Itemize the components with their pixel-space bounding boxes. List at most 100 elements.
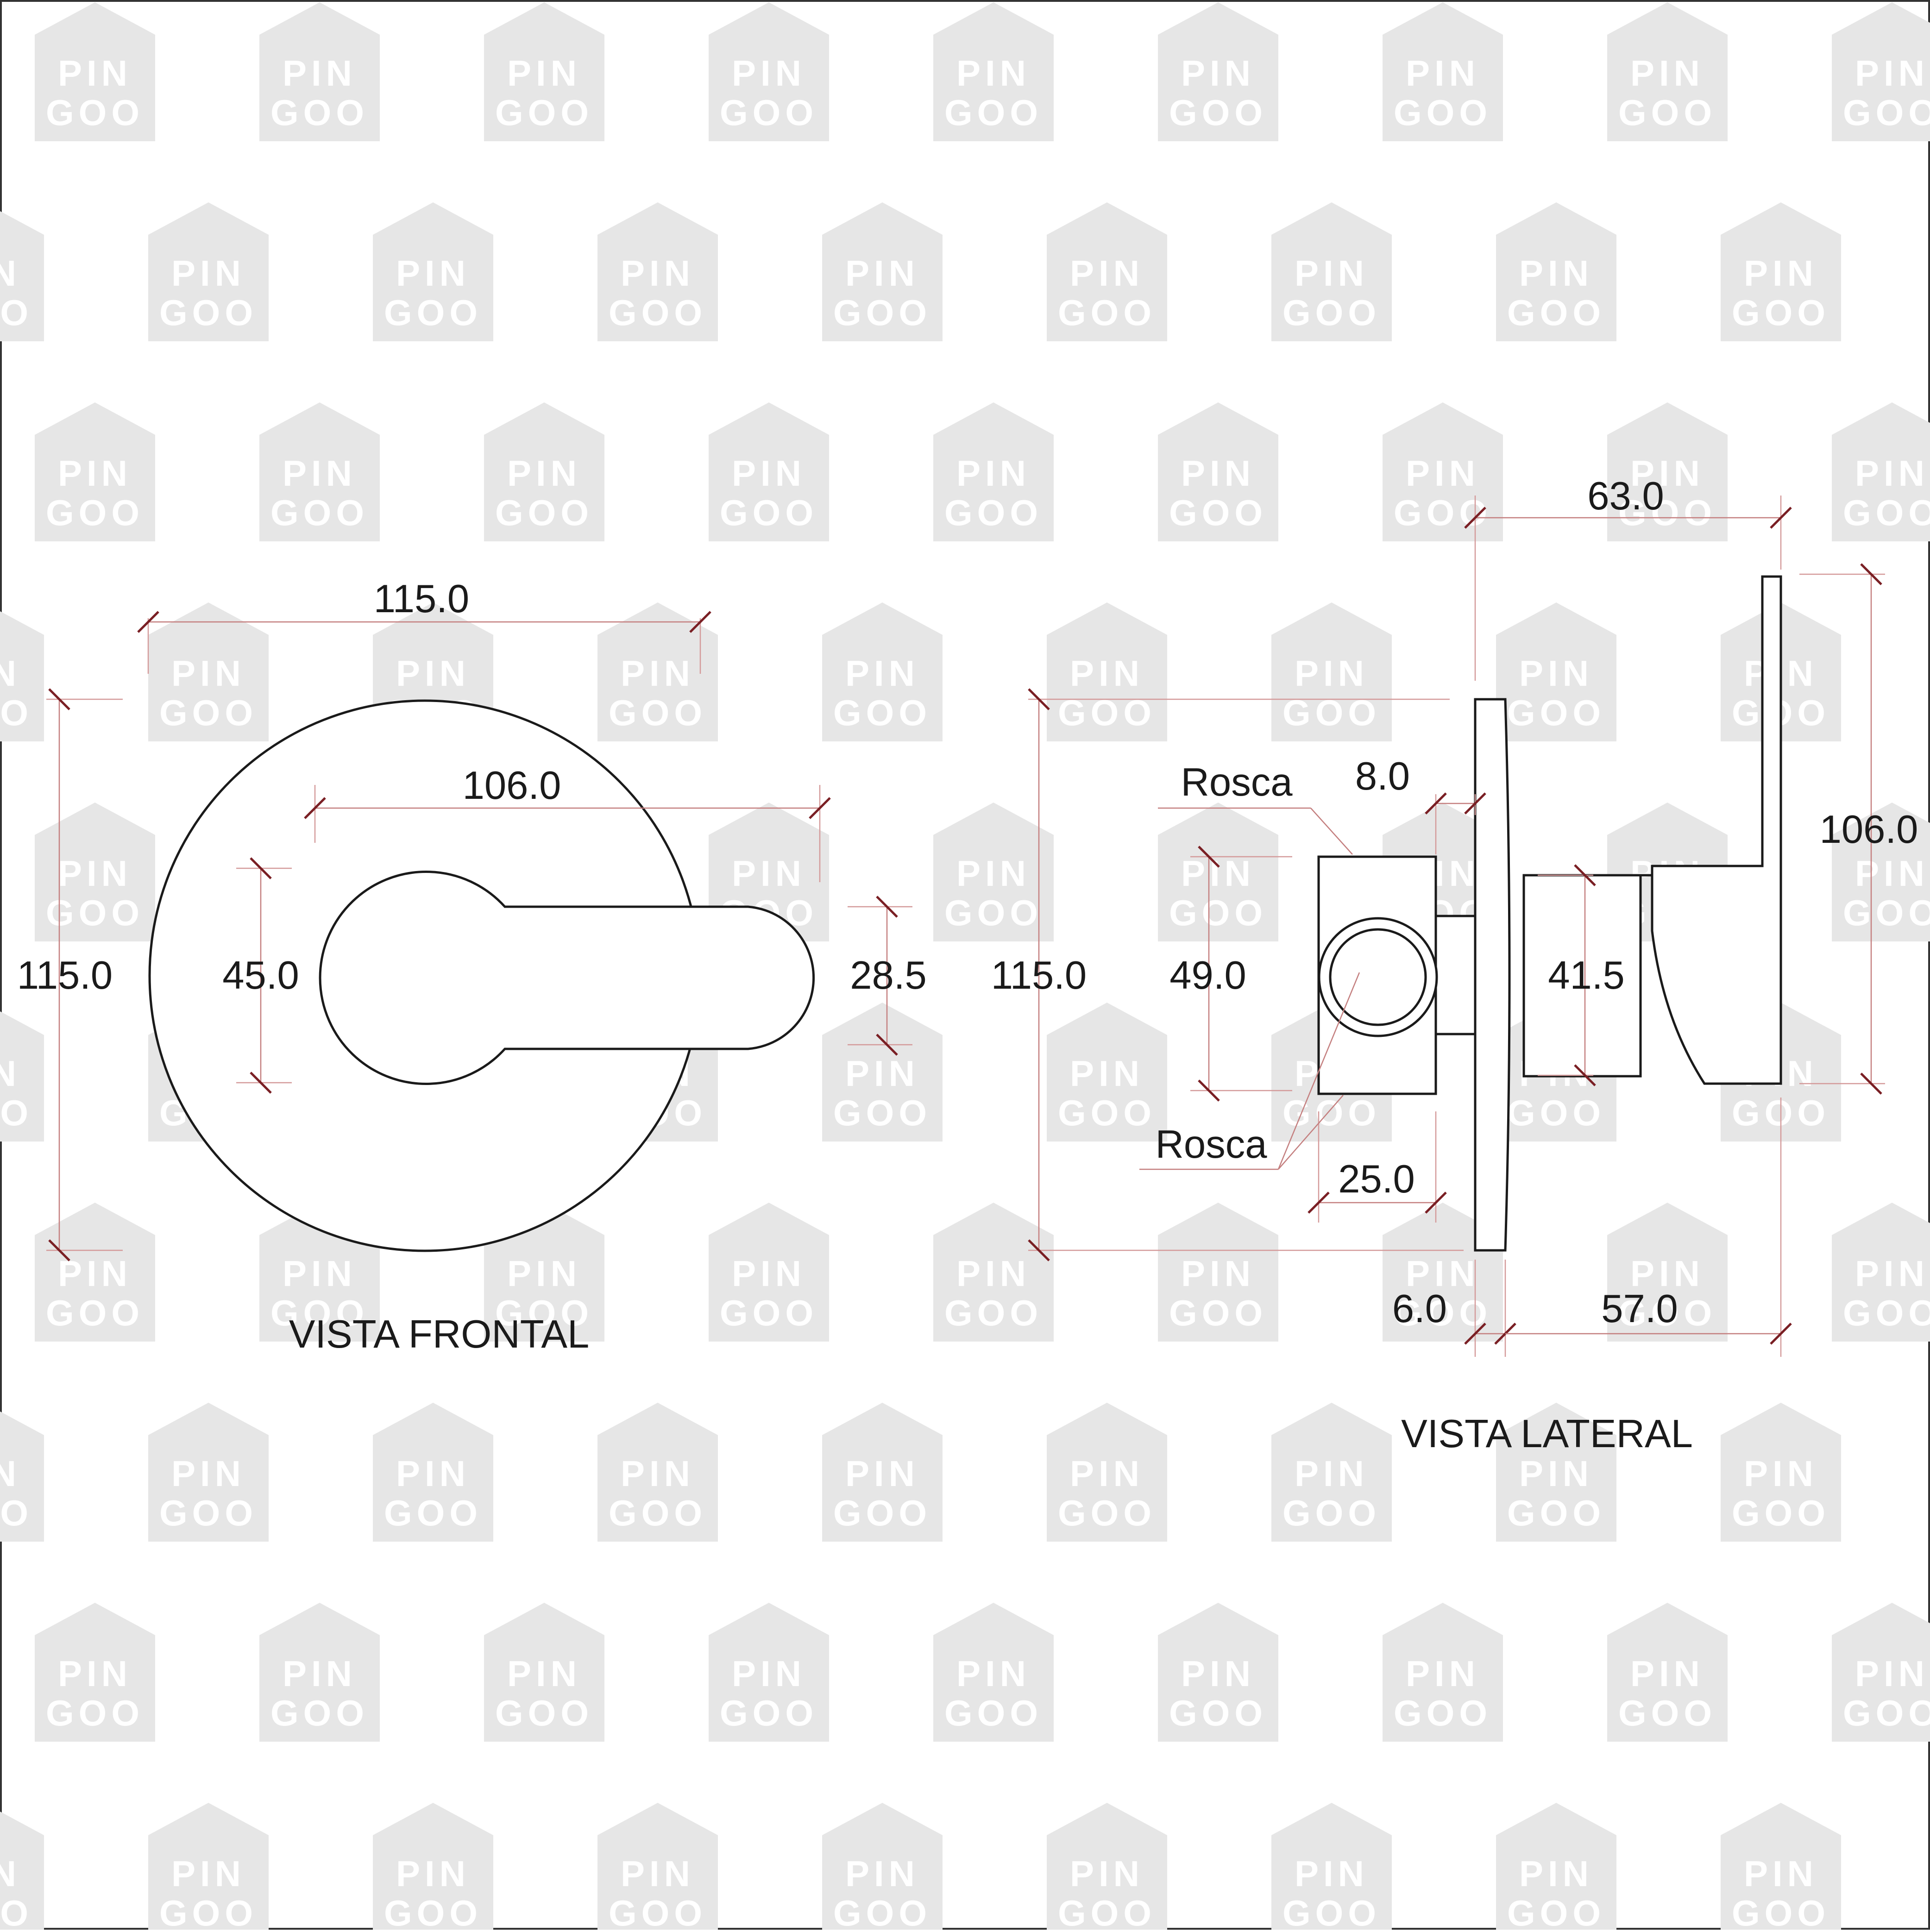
svg-text:GOO: GOO xyxy=(720,1292,818,1333)
svg-text:GOO: GOO xyxy=(1507,1092,1605,1133)
side-handle-stem xyxy=(1522,874,1642,1078)
svg-text:PIN: PIN xyxy=(396,653,470,694)
side-dim-lever-height-label: 106.0 xyxy=(1820,808,1918,852)
svg-text:PIN: PIN xyxy=(1519,253,1593,294)
svg-text:PIN: PIN xyxy=(956,453,1031,494)
side-dim-body-width-label: 25.0 xyxy=(1338,1157,1414,1201)
svg-text:PIN: PIN xyxy=(0,1853,21,1894)
svg-text:PIN: PIN xyxy=(1744,253,1818,294)
front-dim-hub-diameter-label: 45.0 xyxy=(222,953,299,997)
svg-text:GOO: GOO xyxy=(833,292,931,333)
svg-text:PIN: PIN xyxy=(396,1453,470,1494)
svg-text:PIN: PIN xyxy=(845,1453,919,1494)
svg-text:PIN: PIN xyxy=(1630,53,1704,94)
svg-text:GOO: GOO xyxy=(159,292,258,333)
svg-text:PIN: PIN xyxy=(732,853,806,894)
svg-text:GOO: GOO xyxy=(46,1292,144,1333)
svg-text:PIN: PIN xyxy=(58,453,132,494)
svg-text:PIN: PIN xyxy=(1855,53,1929,94)
svg-text:PIN: PIN xyxy=(1181,1653,1255,1694)
front-dim-plate-height-label: 115.0 xyxy=(17,953,113,997)
svg-text:GOO: GOO xyxy=(1843,92,1930,133)
svg-text:GOO: GOO xyxy=(720,492,818,533)
side-view-title: VISTA LATERAL xyxy=(1401,1412,1693,1456)
svg-text:PIN: PIN xyxy=(1744,1853,1818,1894)
svg-text:PIN: PIN xyxy=(1295,1453,1369,1494)
svg-text:PIN: PIN xyxy=(845,253,919,294)
side-thread-bottom-label: Rosca xyxy=(1156,1123,1268,1167)
svg-text:GOO: GOO xyxy=(1394,1292,1492,1333)
svg-text:GOO: GOO xyxy=(833,1092,931,1133)
svg-text:PIN: PIN xyxy=(171,1853,245,1894)
side-dim-stem-diameter xyxy=(1538,864,1596,1086)
side-dim-stem-diameter-label: 41.5 xyxy=(1548,953,1624,997)
svg-text:GOO: GOO xyxy=(1618,92,1716,133)
svg-text:GOO: GOO xyxy=(1058,692,1156,733)
side-view: 63.0 106.0 115.0 8.0 xyxy=(991,474,1918,1456)
svg-text:GOO: GOO xyxy=(0,1893,33,1930)
svg-text:GOO: GOO xyxy=(1394,92,1492,133)
svg-text:PIN: PIN xyxy=(507,53,581,94)
svg-text:GOO: GOO xyxy=(159,692,258,733)
svg-text:PIN: PIN xyxy=(1519,1453,1593,1494)
svg-text:PIN: PIN xyxy=(58,1653,132,1694)
svg-text:PIN: PIN xyxy=(1855,1653,1929,1694)
svg-text:PIN: PIN xyxy=(732,53,806,94)
front-view: 115.0 115.0 106.0 45.0 xyxy=(17,577,927,1356)
svg-text:GOO: GOO xyxy=(609,1493,707,1533)
svg-text:GOO: GOO xyxy=(46,92,144,133)
side-thread-top-label: Rosca xyxy=(1181,760,1293,804)
svg-text:PIN: PIN xyxy=(283,1653,357,1694)
svg-text:PIN: PIN xyxy=(283,1253,357,1294)
svg-text:PIN: PIN xyxy=(1181,53,1255,94)
svg-text:GOO: GOO xyxy=(0,1092,33,1133)
svg-text:PIN: PIN xyxy=(956,53,1031,94)
svg-text:GOO: GOO xyxy=(270,492,369,533)
svg-text:GOO: GOO xyxy=(1843,892,1930,933)
svg-text:PIN: PIN xyxy=(732,1253,806,1294)
svg-text:PIN: PIN xyxy=(0,1053,21,1094)
svg-text:GOO: GOO xyxy=(1618,492,1716,533)
front-dim-plate-width-label: 115.0 xyxy=(374,577,469,621)
svg-text:GOO: GOO xyxy=(833,1493,931,1533)
svg-text:GOO: GOO xyxy=(833,692,931,733)
side-dim-total-depth xyxy=(1464,496,1792,681)
svg-text:GOO: GOO xyxy=(720,1693,818,1733)
svg-text:PIN: PIN xyxy=(1181,1253,1255,1294)
svg-text:PIN: PIN xyxy=(621,1453,695,1494)
svg-text:PIN: PIN xyxy=(58,53,132,94)
svg-text:PIN: PIN xyxy=(58,853,132,894)
